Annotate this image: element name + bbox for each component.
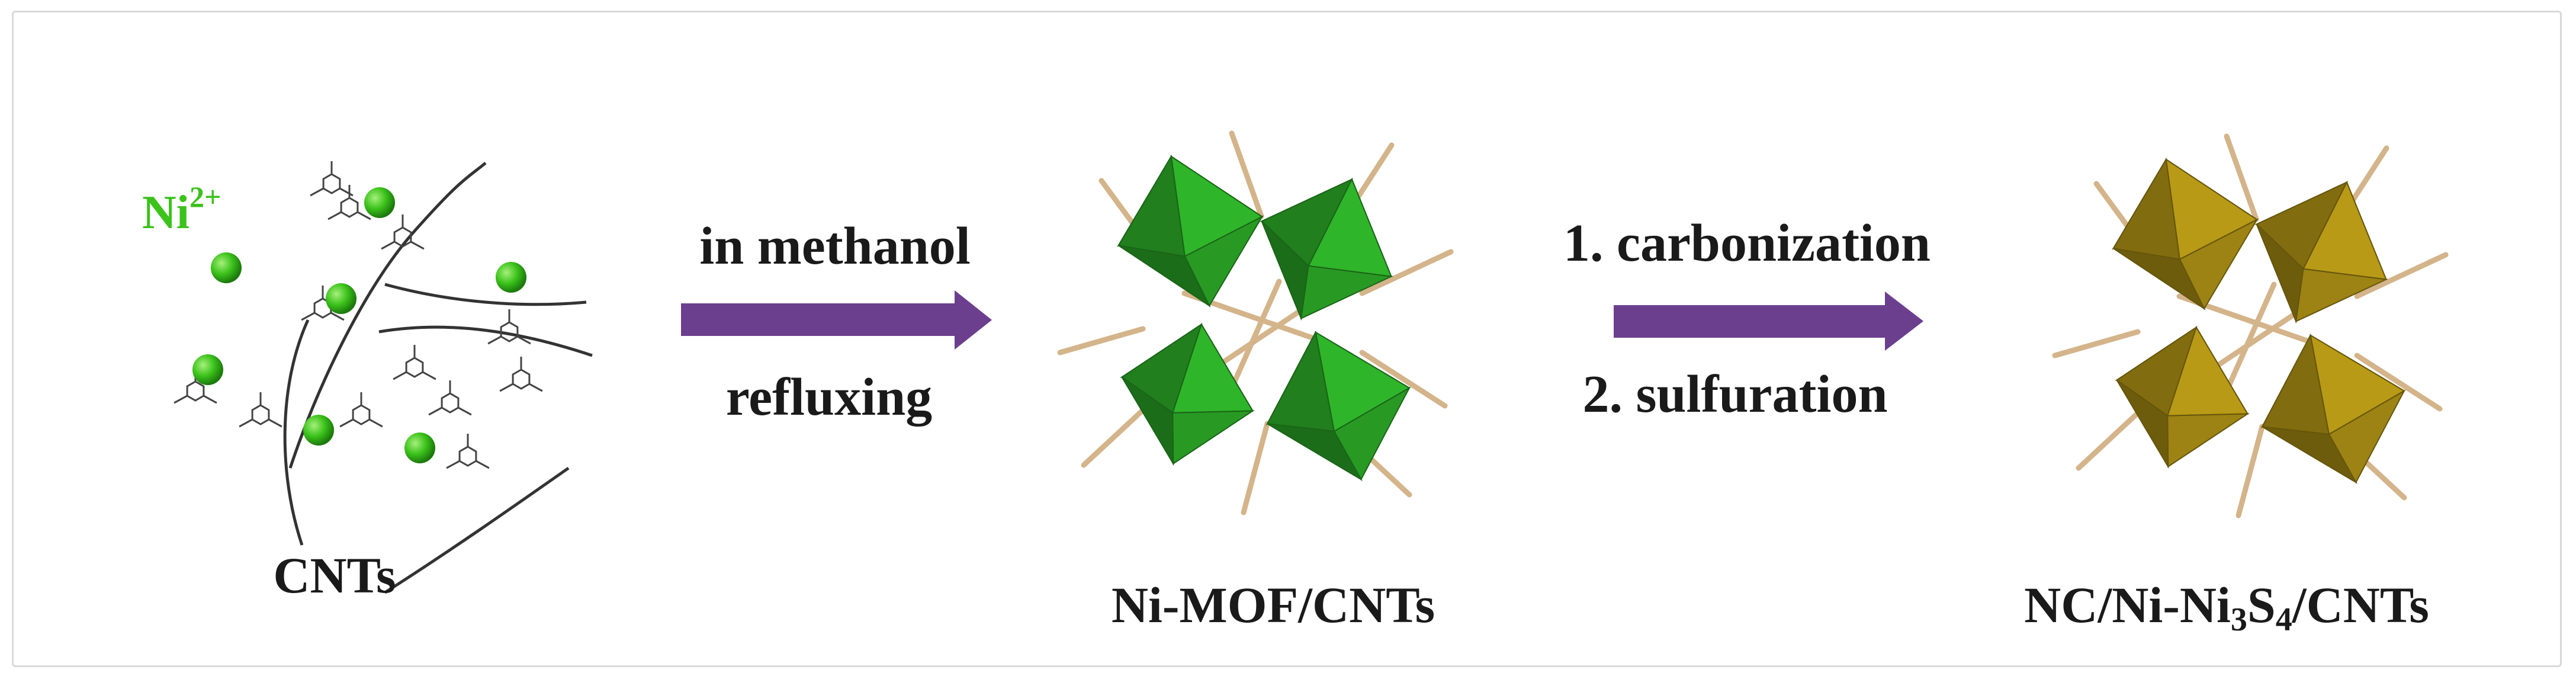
octahedron: [2114, 325, 2250, 469]
ligand-arm: [381, 241, 395, 250]
ligand-ring: [340, 197, 359, 218]
linker-rod: [2235, 424, 2265, 518]
octahedron: [2260, 333, 2406, 484]
ligand-arm: [487, 335, 502, 345]
step1-condition-above: in methanol: [699, 217, 971, 276]
stage-label-ni-mof: Ni-MOF/CNTs: [1112, 576, 1435, 633]
ligand-arm: [310, 187, 324, 197]
nc-ni-ni3s4-cnts-illustration: NC/Ni-Ni3S4/CNTs: [2024, 133, 2449, 638]
linker-rod: [1359, 350, 1448, 409]
ligand-arm: [357, 211, 371, 220]
octahedron-face: [1261, 220, 1309, 321]
reaction-step-1: in methanol refluxing: [681, 217, 992, 427]
ligand-arm: [422, 371, 436, 380]
ligand-ring: [322, 173, 341, 194]
ligand-arm: [458, 406, 472, 416]
ligand-arm: [393, 371, 407, 380]
linker-rod: [1229, 278, 1282, 391]
ligand-arm: [301, 312, 315, 321]
linker-rod: [2224, 281, 2277, 394]
step1-arrow-head: [955, 290, 992, 350]
ligand-ring: [251, 404, 270, 425]
octahedron: [1259, 178, 1393, 321]
reaction-step-2: 1. carbonization 2. sulfuration: [1563, 214, 1931, 424]
ni-ion-label: Ni2+: [142, 180, 221, 239]
green-octahedra: [1116, 155, 1411, 481]
ligand-arm: [446, 460, 460, 469]
ligand-arm: [369, 418, 383, 428]
ligand-arm: [476, 460, 490, 469]
octahedron-face: [2116, 379, 2169, 469]
octahedron: [1265, 330, 1411, 481]
octahedron-face: [2256, 223, 2304, 324]
ligand-ring: [405, 357, 424, 378]
ligand-ring: [186, 380, 205, 402]
organic-ligands: [174, 161, 543, 469]
ni-ion-sphere: [211, 252, 242, 283]
cnt-fibers: [283, 162, 593, 594]
ligand-ring: [352, 404, 371, 425]
octahedron-face: [2167, 413, 2250, 468]
stage-label-ni3s4: NC/Ni-Ni3S4/CNTs: [2024, 576, 2429, 638]
linker-rod: [1359, 249, 1454, 296]
step2-condition-above: 1. carbonization: [1563, 214, 1931, 273]
ligand-ring: [393, 226, 412, 248]
step1-condition-below: refluxing: [726, 368, 932, 427]
ni-mof-cnts-illustration: Ni-MOF/CNTs: [1057, 130, 1454, 633]
ni-ion-sphere: [303, 415, 334, 446]
step1-arrow-shaft: [681, 303, 959, 336]
ni-ion-sphere: [364, 187, 395, 218]
octahedron-face: [1172, 410, 1255, 465]
step2-arrow-head: [1885, 292, 1923, 351]
ligand-arm: [529, 383, 543, 392]
ligand-arm: [239, 418, 253, 428]
ni-ion-sphere: [404, 433, 435, 463]
gold-octahedra: [2111, 158, 2406, 484]
ni-ion-sphere: [326, 283, 356, 314]
linker-rod: [2052, 329, 2141, 358]
octahedron-face: [2113, 248, 2206, 310]
stage-label-cnts: CNTs: [273, 547, 396, 604]
ligand-ring: [500, 321, 519, 342]
octahedron-face: [1118, 245, 1211, 308]
octahedron: [2254, 181, 2388, 324]
ni-ion-sphere: [496, 262, 526, 293]
linker-rod: [1057, 326, 1146, 355]
octahedron: [1116, 155, 1264, 308]
ligand-arm: [203, 395, 217, 404]
ni-ion-sphere: [192, 354, 223, 385]
ni-ions: [192, 187, 526, 463]
linker-rods-green: [1057, 130, 1454, 515]
ligand-arm: [174, 395, 188, 404]
step2-condition-below: 2. sulfuration: [1582, 365, 1887, 424]
octahedron-face: [1121, 376, 1174, 466]
ligand-arm: [339, 418, 354, 428]
linker-rods-gold: [2052, 133, 2449, 518]
ligand-arm: [268, 418, 282, 428]
linker-rod: [2354, 252, 2449, 299]
ligand-ring: [458, 446, 477, 467]
ligand-arm: [330, 312, 345, 321]
octahedron: [2111, 158, 2259, 310]
octahedron-face: [2262, 426, 2358, 484]
ligand-ring: [441, 392, 460, 414]
octahedron: [1119, 322, 1255, 466]
linker-rod: [1241, 421, 1270, 515]
step2-arrow-shaft: [1614, 305, 1889, 338]
ligand-arm: [410, 241, 425, 250]
linker-rod: [2224, 133, 2259, 222]
ligand-arm: [517, 335, 531, 345]
linker-rod: [1229, 130, 1264, 219]
ligand-ring: [512, 369, 531, 390]
linker-rod: [2354, 353, 2443, 412]
ligand-arm: [428, 406, 442, 416]
cnt-ligand-cluster: Ni2+ CNTs: [142, 161, 593, 604]
ligand-arm: [339, 187, 354, 197]
ligand-arm: [499, 383, 513, 392]
ligand-arm: [327, 211, 342, 220]
octahedron-face: [1267, 423, 1363, 481]
